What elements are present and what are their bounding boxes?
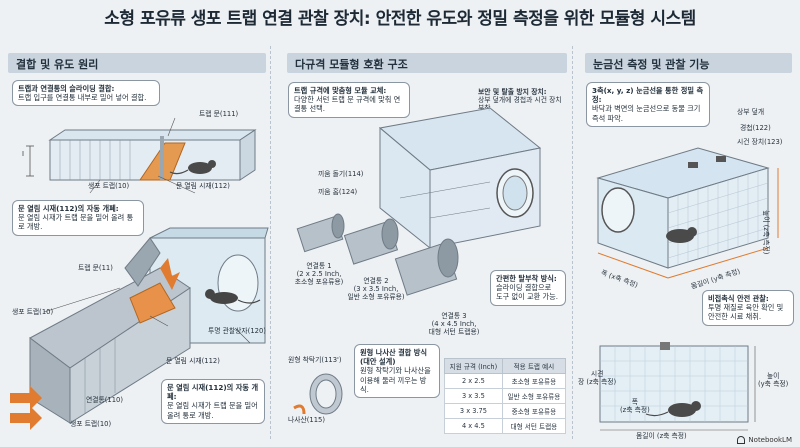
callout-3axis: 3축(x, y, z) 눈금선을 통한 정밀 측정: 바닥과 벽면의 눈금선으로… bbox=[586, 82, 710, 127]
label-hinge: 경첩(122) bbox=[740, 124, 771, 132]
label-body-length: 몸길이 (z축 측정) bbox=[636, 432, 687, 440]
page-title: 소형 포유류 생포 트랩 연결 관찰 장치: 안전한 유도와 정밀 측정을 위한… bbox=[104, 9, 696, 29]
callout-body: 바닥과 벽면의 눈금선으로 동물 크기 즉석 파악. bbox=[592, 104, 701, 123]
callout-title: 문 열림 시재(112)의 자동 개폐: bbox=[167, 383, 259, 402]
label-lock: 시건 장치(123) bbox=[737, 138, 783, 146]
callout-title: 비접촉식 안전 관찰: bbox=[708, 294, 769, 303]
screw-ring-diagram bbox=[293, 373, 343, 415]
label-live-trap: 생포 트랩(10) bbox=[70, 420, 112, 428]
callout-body: 트랩 입구를 연결통 내부로 밀어 넣어 결합. bbox=[18, 93, 147, 103]
callout-auto-open: 문 열림 시재(112)의 자동 개폐: 문 열림 시재가 트랩 문을 밀어 올… bbox=[161, 379, 265, 424]
callout-easy-detach: 간편한 탈부착 방식: 슬라이딩 결합으로 도구 없이 교환 가능. bbox=[490, 270, 566, 306]
label-height-z: 높이 (z축 측정) bbox=[762, 210, 770, 255]
callout-title: 간편한 탈부착 방식: bbox=[496, 274, 557, 283]
section-divider bbox=[572, 46, 573, 439]
label-connector-tube: 연결통(110) bbox=[86, 396, 124, 404]
table-header: 적용 트랩 예시 bbox=[501, 358, 567, 374]
table-header: 지원 규격 (Inch) bbox=[444, 358, 503, 374]
observation-box-diagram bbox=[378, 107, 542, 250]
label-ring: 원형 착탁기(113') bbox=[288, 356, 342, 364]
label-connector-1: 연결통 1 (2 x 2.5 Inch, 초소형 포유류용) bbox=[294, 262, 344, 286]
label-connector-3: 연결통 3 (4 x 4.5 Inch, 대형 서턴 트랩용) bbox=[428, 312, 480, 336]
label-observation-box: 투명 관찰상자(120) bbox=[208, 327, 266, 335]
connector-tubes-diagram bbox=[296, 213, 459, 296]
callout-body: 문 열림 시재가 트랩 문을 밀어 올려 통로 개방. bbox=[18, 213, 134, 232]
connector-tube-1 bbox=[296, 213, 345, 253]
notebooklm-logo: NotebookLM bbox=[737, 436, 792, 444]
callout-sliding-coupling: 트랩과 연결통의 슬라이딩 결합: 트랩 입구를 연결통 내부로 밀어 넣어 결… bbox=[12, 80, 160, 107]
section-divider bbox=[270, 46, 271, 439]
callout-screw-method: 원형 나사산 결합 방식 (대안 설계) 원형 착탁기와 나사산을 이용해 둘러… bbox=[354, 344, 440, 399]
label-door-opener: 문 열림 시재(112) bbox=[176, 182, 230, 190]
label-connector-2: 연결통 2 (3 x 3.5 Inch, 일반 소형 포유류용) bbox=[347, 277, 405, 301]
callout-title: 보안 및 탈출 방지 장치: bbox=[478, 88, 547, 96]
connector-tube-2 bbox=[343, 218, 399, 265]
label-fitting-bump: 끼움 돌기(114) bbox=[318, 170, 364, 178]
callout-body: 문 열림 시재가 트랩 문을 밀어 올려 통로 개방. bbox=[167, 401, 258, 420]
callout-module-swap: 트랩 규격에 맞춤형 모듈 교체: 다양한 서턴 트랩 문 규격에 맞춰 연결통… bbox=[288, 82, 410, 118]
label-live-trap: 생포 트랩(10) bbox=[12, 308, 54, 316]
label-thread: 나사산(115) bbox=[288, 416, 326, 424]
label-trap-door: 트랩 문(111) bbox=[199, 110, 239, 118]
callout-body: 다양한 서턴 트랩 문 규격에 맞춰 연결통 선택. bbox=[294, 95, 401, 114]
label-live-trap: 생포 트랩(10) bbox=[88, 182, 130, 190]
callout-body: 상부 덮개에 경첩과 시건 장치 부착. bbox=[478, 96, 562, 112]
logo-text: NotebookLM bbox=[748, 436, 792, 444]
label-trap-door: 트랩 문(11) bbox=[78, 264, 113, 272]
label-lengthwise: 시견 장 (z축 측정) bbox=[578, 370, 617, 386]
callout-body: 슬라이딩 결합으로 도구 없이 교환 가능. bbox=[496, 283, 559, 302]
callout-title: 트랩과 연결통의 슬라이딩 결합: bbox=[18, 84, 115, 93]
callout-title: 트랩 규격에 맞춤형 모듈 교체: bbox=[294, 86, 387, 95]
callout-title: 원형 나사산 결합 방식 (대안 설계) bbox=[360, 348, 428, 367]
label-door-opener: 문 열림 시재(112) bbox=[166, 357, 220, 365]
callout-safe-observation: 비접촉식 안전 관찰: 투명 재질로 육안 확인 및 안전한 시료 채취. bbox=[702, 290, 794, 326]
label-height-y: 높이 (y축 측정) bbox=[758, 372, 789, 388]
callout-title: 3축(x, y, z) 눈금선을 통한 정밀 측정: bbox=[592, 86, 704, 105]
section-header-measurement: 눈금선 측정 및 관찰 기능 bbox=[585, 53, 792, 73]
side-measure-diagram bbox=[599, 342, 756, 431]
trap-top-diagram bbox=[26, 117, 257, 194]
trap-assembly-diagram bbox=[10, 227, 269, 430]
callout-auto-open: 문 열림 시재(112)의 자동 개폐: 문 열림 시재가 트랩 문을 밀어 올… bbox=[12, 200, 144, 236]
label-width-z: 폭 (z축 측정) bbox=[620, 398, 650, 414]
label-dimension: I bbox=[22, 150, 25, 158]
label-fitting-groove: 끼움 홈(124) bbox=[318, 188, 358, 196]
logo-icon bbox=[737, 436, 746, 444]
callout-body: 투명 재질로 육안 확인 및 안전한 시료 채취. bbox=[708, 303, 784, 322]
label-lid: 상부 덮개 bbox=[737, 108, 765, 116]
measure-box-diagram bbox=[596, 147, 779, 279]
section-header-modular: 다규격 모듈형 호환 구조 bbox=[287, 53, 567, 73]
connector-tube-3 bbox=[394, 238, 459, 296]
callout-body: 원형 착탁기와 나사산을 이용해 둘러 끼우는 방식. bbox=[360, 366, 431, 394]
section-header-coupling: 결합 및 유도 원리 bbox=[8, 53, 266, 73]
callout-title: 문 열림 시재(112)의 자동 개폐: bbox=[18, 204, 119, 213]
label-security: 보안 및 탈출 방지 장치: 상부 덮개에 경첩과 시건 장치 부착. bbox=[478, 88, 570, 112]
